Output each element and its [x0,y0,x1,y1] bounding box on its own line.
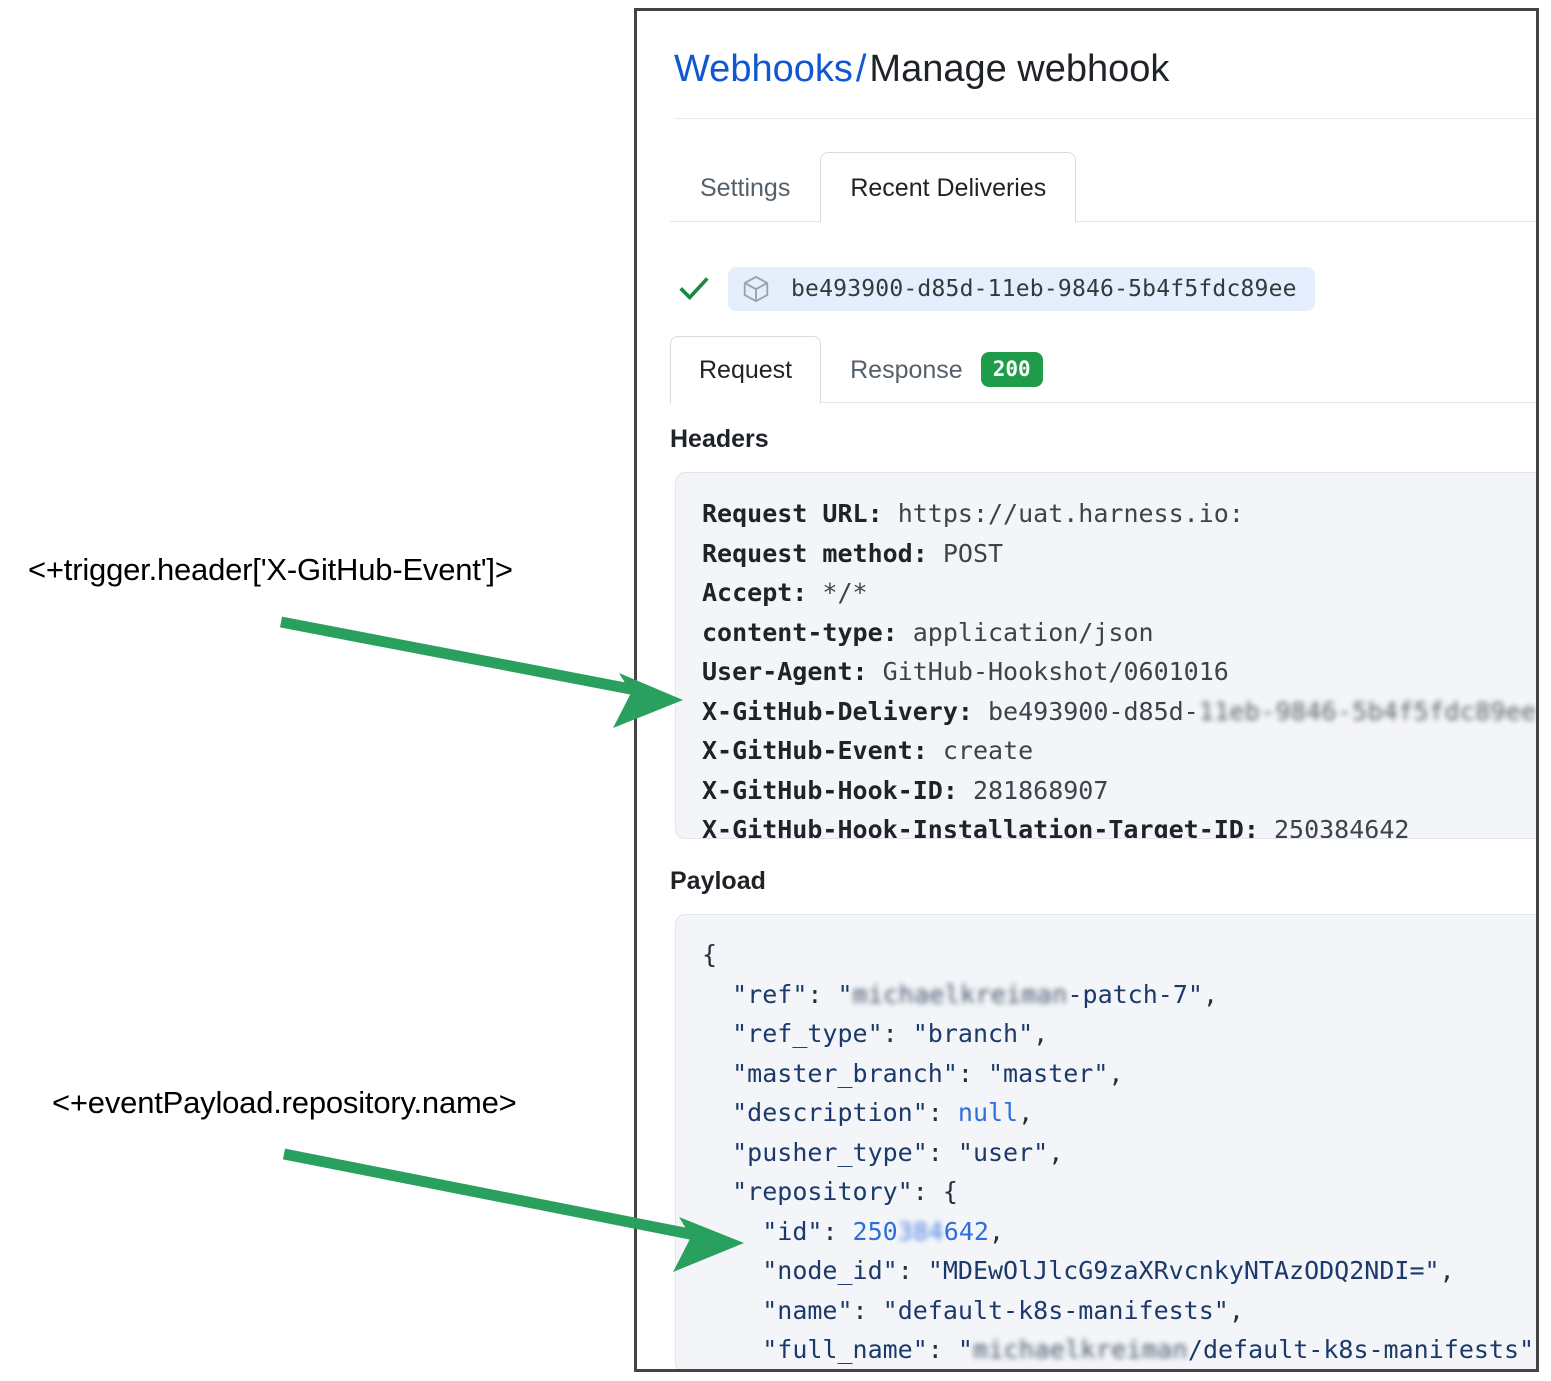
redacted-id: 384 [897,1216,944,1246]
header-row: X-GitHub-Hook-Installation-Target-ID: 25… [702,810,1517,839]
json-value: 642 [943,1216,989,1246]
header-value: create [942,736,1034,765]
header-row: X-GitHub-Hook-ID: 281868907 [702,771,1517,811]
redacted-full-name: michaelkreiman [972,1335,1188,1364]
header-row: X-GitHub-Delivery: be493900-d85d-11eb-98… [702,692,1536,732]
headers-heading: Headers [670,425,769,453]
header-key: X-GitHub-Hook-ID: [702,775,958,805]
json-key: "repository" [732,1177,913,1206]
delivery-row[interactable]: be493900-d85d-11eb-9846-5b4f5fdc89ee [677,266,1315,312]
redacted-ref: michaelkreiman [852,979,1068,1009]
check-icon [679,277,709,301]
header-row: User-Agent: GitHub-Hookshot/0601016 [702,652,1517,692]
json-key: "pusher_type" [732,1137,928,1167]
top-tabs-rule [670,221,1536,222]
json-value: "user" [957,1137,1049,1167]
json-key: "ref" [732,979,808,1009]
json-key: "full_name" [762,1335,928,1364]
header-key: X-GitHub-Event: [702,736,928,765]
json-line: { [702,935,1517,975]
json-value: "master" [988,1058,1109,1088]
header-row: Request method: POST [702,534,1517,574]
json-key: "master_branch" [732,1058,958,1088]
json-line: "ref_type": "branch", [732,1019,1049,1048]
header-row: content-type: application/json [702,613,1517,653]
json-punct: : { [912,1177,958,1206]
breadcrumb-divider [674,118,1536,119]
request-response-tabs: Request Response 200 [670,334,1072,404]
json-line: "ref": "michaelkreiman-patch-7", [702,975,1517,1015]
card-inner: Webhooks/Manage webhook Settings Recent … [637,11,1536,1369]
annotation-arrow-trigger-header [279,616,683,728]
tab-recent-deliveries[interactable]: Recent Deliveries [820,152,1077,223]
json-line: "id": 250384642, [702,1212,1517,1252]
header-key: Request method: [702,538,928,568]
json-value: /default-k8s-manifests" [1187,1335,1535,1364]
header-value: 250384642 [1273,815,1410,839]
json-key: "id" [762,1216,823,1246]
breadcrumb: Webhooks/Manage webhook [674,44,1169,94]
json-line: "repository": { [702,1172,1517,1212]
header-value: GitHub-Hookshot/0601016 [882,657,1229,686]
header-row: X-GitHub-Event: create [702,731,1517,771]
header-value: application/json [912,617,1154,647]
header-key: X-GitHub-Hook-Installation-Target-ID: [702,815,1259,839]
tab-request[interactable]: Request [670,336,822,404]
header-key: User-Agent: [702,657,868,686]
json-value: -patch-7" [1067,979,1203,1009]
breadcrumb-separator: / [855,48,867,90]
request-response-tabs-rule [670,402,1536,403]
payload-panel: { "ref": "michaelkreiman-patch-7", "ref_… [675,914,1536,1369]
json-value: "MDEwOlJlcG9zaXRvcnkyNTAzODQ2NDI=" [927,1256,1440,1285]
page-title: Manage webhook [869,48,1170,90]
breadcrumb-link-webhooks[interactable]: Webhooks [674,48,853,90]
cube-icon [743,275,769,303]
json-line: "name": "default-k8s-manifests", [762,1295,1244,1325]
json-line: "master_branch": "master", [732,1058,1124,1088]
header-row: Accept: */* [702,573,1517,613]
json-value: "default-k8s-manifests" [882,1295,1229,1325]
redacted-delivery-id: 11eb-9846-5b4f5fdc89ee [1198,696,1536,726]
header-value: */* [822,578,868,607]
headers-panel: Request URL: https://uat.harness.io: Req… [675,472,1536,839]
json-line: "description": null, [732,1098,1034,1127]
json-punct: { [702,940,718,969]
header-key: content-type: [702,617,898,647]
status-badge: 200 [980,352,1043,387]
payload-heading: Payload [670,867,766,895]
json-key: "node_id" [762,1256,898,1285]
json-key: "description" [732,1098,928,1127]
header-key: Request URL: [702,499,883,528]
header-value: 281868907 [972,775,1109,805]
header-key: Accept: [702,578,808,607]
header-key: X-GitHub-Delivery: [702,696,973,726]
tab-response-label: Response [850,355,963,384]
annotation-label-trigger-header: <+trigger.header['X-GitHub-Event']> [28,552,513,587]
json-key: "name" [762,1295,853,1325]
json-value: "branch" [912,1019,1034,1048]
header-row: Request URL: https://uat.harness.io: [702,494,1517,534]
annotation-label-event-payload: <+eventPayload.repository.name> [52,1085,517,1120]
header-value: https://uat.harness.io: [897,499,1244,528]
top-tabs: Settings Recent Deliveries [670,150,1077,223]
webhook-card: Webhooks/Manage webhook Settings Recent … [634,8,1539,1372]
delivery-id-text: be493900-d85d-11eb-9846-5b4f5fdc89ee [791,276,1297,302]
header-value: be493900-d85d-11eb-9846-5b4f5fdc89ee [973,697,1536,726]
delivery-id-chip[interactable]: be493900-d85d-11eb-9846-5b4f5fdc89ee [728,267,1315,311]
json-key: "ref_type" [732,1019,883,1048]
tab-settings[interactable]: Settings [700,173,791,202]
tab-response[interactable]: Response 200 [821,335,1072,403]
json-line: "node_id": "MDEwOlJlcG9zaXRvcnkyNTAzODQ2… [762,1256,1455,1285]
json-value: null [957,1098,1019,1127]
json-line: "full_name": "michaelkreiman/default-k8s… [702,1330,1536,1369]
header-value: POST [942,538,1004,568]
json-line: "pusher_type": "user", [732,1137,1064,1167]
